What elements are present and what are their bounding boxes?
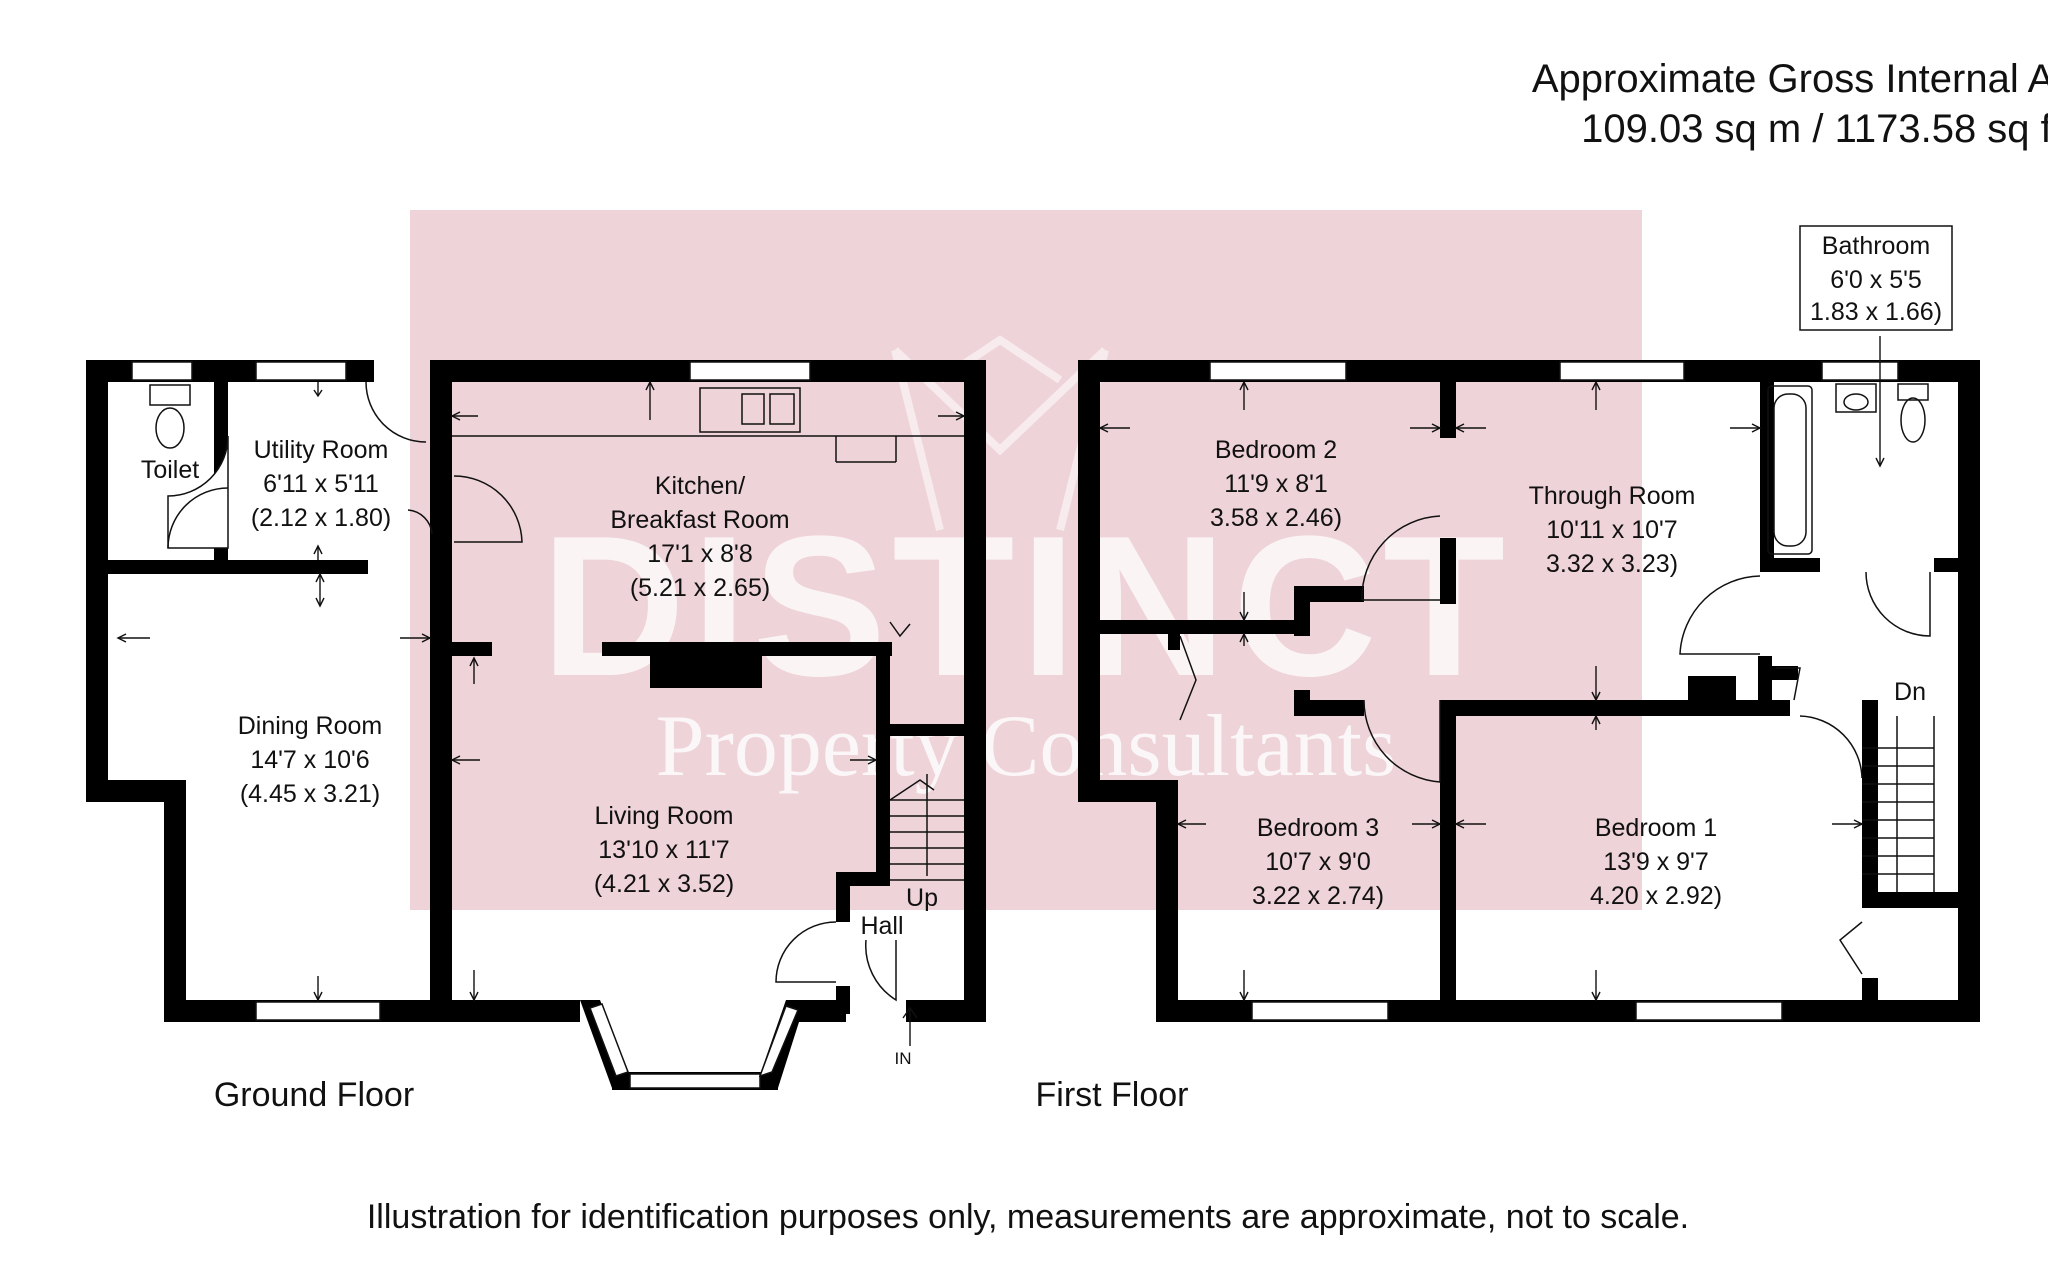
- room-dims-through-metric: 3.32 x 3.23): [1546, 550, 1678, 578]
- first-floor-label: First Floor: [1036, 1076, 1189, 1114]
- ground-floor-label: Ground Floor: [214, 1076, 414, 1114]
- stairs-up-label: Up: [906, 884, 938, 912]
- room-dims-dining-metric: (4.45 x 3.21): [240, 780, 380, 808]
- room-label-hall: Hall: [860, 912, 903, 940]
- room-label-utility: Utility Room: [254, 436, 389, 464]
- room-label-bedroom1: Bedroom 1: [1595, 814, 1717, 842]
- first-floor-fixtures: [1767, 383, 1935, 892]
- area-title: Approximate Gross Internal Area: [1532, 57, 2048, 101]
- entrance-label: IN: [895, 1049, 912, 1068]
- stairs-down-label: Dn: [1894, 678, 1926, 706]
- room-label-toilet: Toilet: [141, 456, 199, 484]
- ground-floor-fixtures: [149, 384, 964, 881]
- room-dims-kitchen-metric: (5.21 x 2.65): [630, 574, 770, 602]
- room-dims-living-imperial: 13'10 x 11'7: [598, 836, 729, 864]
- room-dims-bedroom1-imperial: 13'9 x 9'7: [1603, 848, 1708, 876]
- room-dims-bedroom1-metric: 4.20 x 2.92): [1590, 882, 1722, 910]
- room-dims-bedroom2-imperial: 11'9 x 8'1: [1224, 470, 1328, 498]
- watermark-logo: [891, 335, 1109, 531]
- disclaimer: Illustration for identification purposes…: [367, 1198, 1689, 1236]
- room-dims-through-imperial: 10'11 x 10'7: [1546, 516, 1677, 544]
- bathroom-label-box: Bathroom 6'0 x 5'5 1.83 x 1.66): [1799, 225, 1953, 331]
- first-floor-windows: [1209, 361, 1899, 1021]
- room-label-kitchen-line1: Kitchen/: [655, 472, 745, 500]
- room-dims-bathroom-imperial: 6'0 x 5'5: [1830, 266, 1922, 294]
- room-label-bathroom: Bathroom: [1822, 232, 1930, 260]
- room-dims-utility-imperial: 6'11 x 5'11: [263, 470, 379, 498]
- room-dims-bathroom-metric: 1.83 x 1.66): [1810, 298, 1942, 326]
- room-label-through: Through Room: [1529, 482, 1696, 510]
- first-floor-doors: [1179, 515, 1931, 975]
- room-label-dining: Dining Room: [238, 712, 383, 740]
- room-dims-kitchen-imperial: 17'1 x 8'8: [647, 540, 752, 568]
- first-floor-dimension-arrows: [1098, 336, 1885, 1002]
- room-dims-bedroom2-metric: 3.58 x 2.46): [1210, 504, 1342, 532]
- watermark-overlay: [410, 210, 1642, 910]
- room-dims-living-metric: (4.21 x 3.52): [594, 870, 734, 898]
- room-dims-bedroom3-imperial: 10'7 x 9'0: [1265, 848, 1370, 876]
- room-dims-bedroom3-metric: 3.22 x 2.74): [1252, 882, 1384, 910]
- watermark-tagline: Property Consultants: [656, 698, 1397, 795]
- ground-floor-windows: [131, 361, 811, 1089]
- room-label-bedroom3: Bedroom 3: [1257, 814, 1379, 842]
- room-label-living: Living Room: [595, 802, 734, 830]
- room-label-bedroom2: Bedroom 2: [1215, 436, 1337, 464]
- room-dims-utility-metric: (2.12 x 1.80): [251, 504, 391, 532]
- ground-floor-dimension-arrows: [116, 380, 966, 1046]
- area-value: 109.03 sq m / 1173.58 sq ft: [1581, 107, 2048, 151]
- room-label-kitchen-line2: Breakfast Room: [610, 506, 789, 534]
- room-dims-dining-imperial: 14'7 x 10'6: [250, 746, 369, 774]
- ground-floor-doors: [167, 381, 911, 1002]
